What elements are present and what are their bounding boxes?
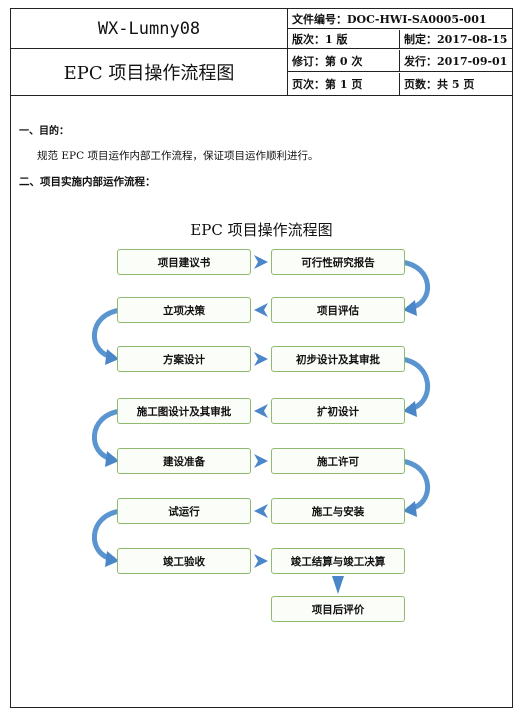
left-arrow [254, 504, 268, 518]
curved-connector [398, 259, 430, 311]
page-count: 页数：共 5 页 [404, 78, 475, 91]
flow-step: 建设准备 [117, 448, 251, 474]
curved-connector [91, 408, 124, 462]
curved-connector [92, 307, 124, 360]
flow-step: 施工许可 [271, 448, 405, 474]
version: 版次：1 版 [288, 30, 400, 49]
issue-date: 发行：2017-09-01 [400, 50, 512, 72]
company-name: WX-Lumny08 [11, 9, 287, 49]
flow-step: 试运行 [117, 498, 251, 524]
right-arrow [254, 554, 268, 568]
right-arrow [254, 255, 268, 269]
header-meta: 文件编号：DOC-HWI-SA0005-001 版次：1 版 制定：2017-0… [288, 9, 512, 95]
document-page: WX-Lumny08 EPC 项目操作流程图 文件编号：DOC-HWI-SA00… [10, 8, 513, 708]
curve-arrowhead [403, 501, 417, 517]
curve-arrowhead [105, 451, 119, 467]
left-arrow [254, 404, 268, 418]
flow-step: 施工图设计及其审批 [117, 398, 251, 424]
flow-step: 初步设计及其审批 [271, 346, 405, 372]
revision: 修订：第 0 次 [288, 50, 400, 72]
flow-step: 扩初设计 [271, 398, 405, 424]
down-arrow [332, 576, 344, 594]
section-purpose-heading: 一、目的： [19, 126, 69, 137]
flowchart-connectors [91, 255, 431, 594]
flow-step: 项目评估 [271, 297, 405, 323]
page-number: 页次：第 1 页 [288, 73, 400, 95]
curve-arrowhead [105, 551, 119, 567]
right-arrow [254, 352, 268, 366]
curved-connector [398, 356, 431, 412]
section-process-heading: 二、项目实施内部运作流程： [19, 176, 156, 188]
flow-step: 方案设计 [117, 346, 251, 372]
document-title: EPC 项目操作流程图 [63, 63, 235, 84]
curve-arrowhead [403, 401, 417, 417]
flowchart-title: EPC 项目操作流程图 [190, 221, 333, 239]
curved-connector [91, 508, 124, 562]
header-table: WX-Lumny08 EPC 项目操作流程图 文件编号：DOC-HWI-SA00… [11, 9, 512, 96]
flow-step: 项目后评价 [271, 596, 405, 622]
curve-arrowhead [403, 300, 417, 316]
right-arrow [254, 454, 268, 468]
flow-step: 施工与安装 [271, 498, 405, 524]
curve-arrowhead [105, 349, 119, 365]
section-purpose-text: 规范 EPC 项目运作内部工作流程，保证项目运作顺利进行。 [37, 150, 319, 162]
header-left: WX-Lumny08 EPC 项目操作流程图 [11, 9, 288, 95]
made-date: 制定：2017-08-15 [400, 30, 512, 49]
curved-connector [398, 458, 431, 512]
flow-step: 项目建议书 [117, 249, 251, 275]
flow-step: 竣工验收 [117, 548, 251, 574]
flow-step: 立项决策 [117, 297, 251, 323]
flow-step: 竣工结算与竣工决算 [271, 548, 405, 574]
file-number: 文件编号：DOC-HWI-SA0005-001 [288, 9, 512, 29]
left-arrow [254, 303, 268, 317]
flow-step: 可行性研究报告 [271, 249, 405, 275]
